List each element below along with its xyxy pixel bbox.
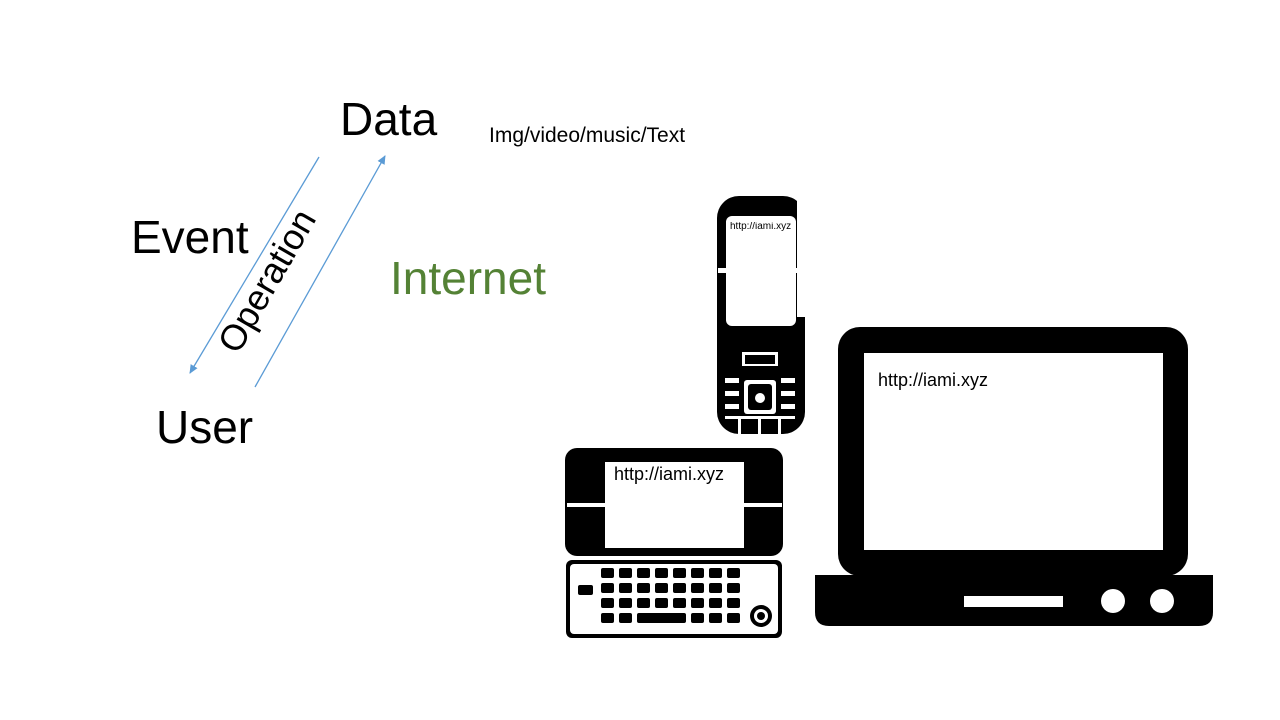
internet-label: Internet	[390, 252, 546, 304]
data-label: Data	[340, 93, 438, 145]
event-label: Event	[131, 211, 249, 263]
user-label: User	[156, 401, 254, 453]
laptop-url[interactable]: http://iami.xyz	[878, 370, 989, 390]
slider-phone-url[interactable]: http://iami.xyz	[614, 464, 725, 484]
arrow-user-to-data	[254, 155, 386, 388]
media-types-label: Img/video/music/Text	[489, 124, 686, 147]
arrow-data-to-user	[189, 156, 320, 374]
flip-phone-url[interactable]: http://iami.xyz	[730, 222, 792, 232]
